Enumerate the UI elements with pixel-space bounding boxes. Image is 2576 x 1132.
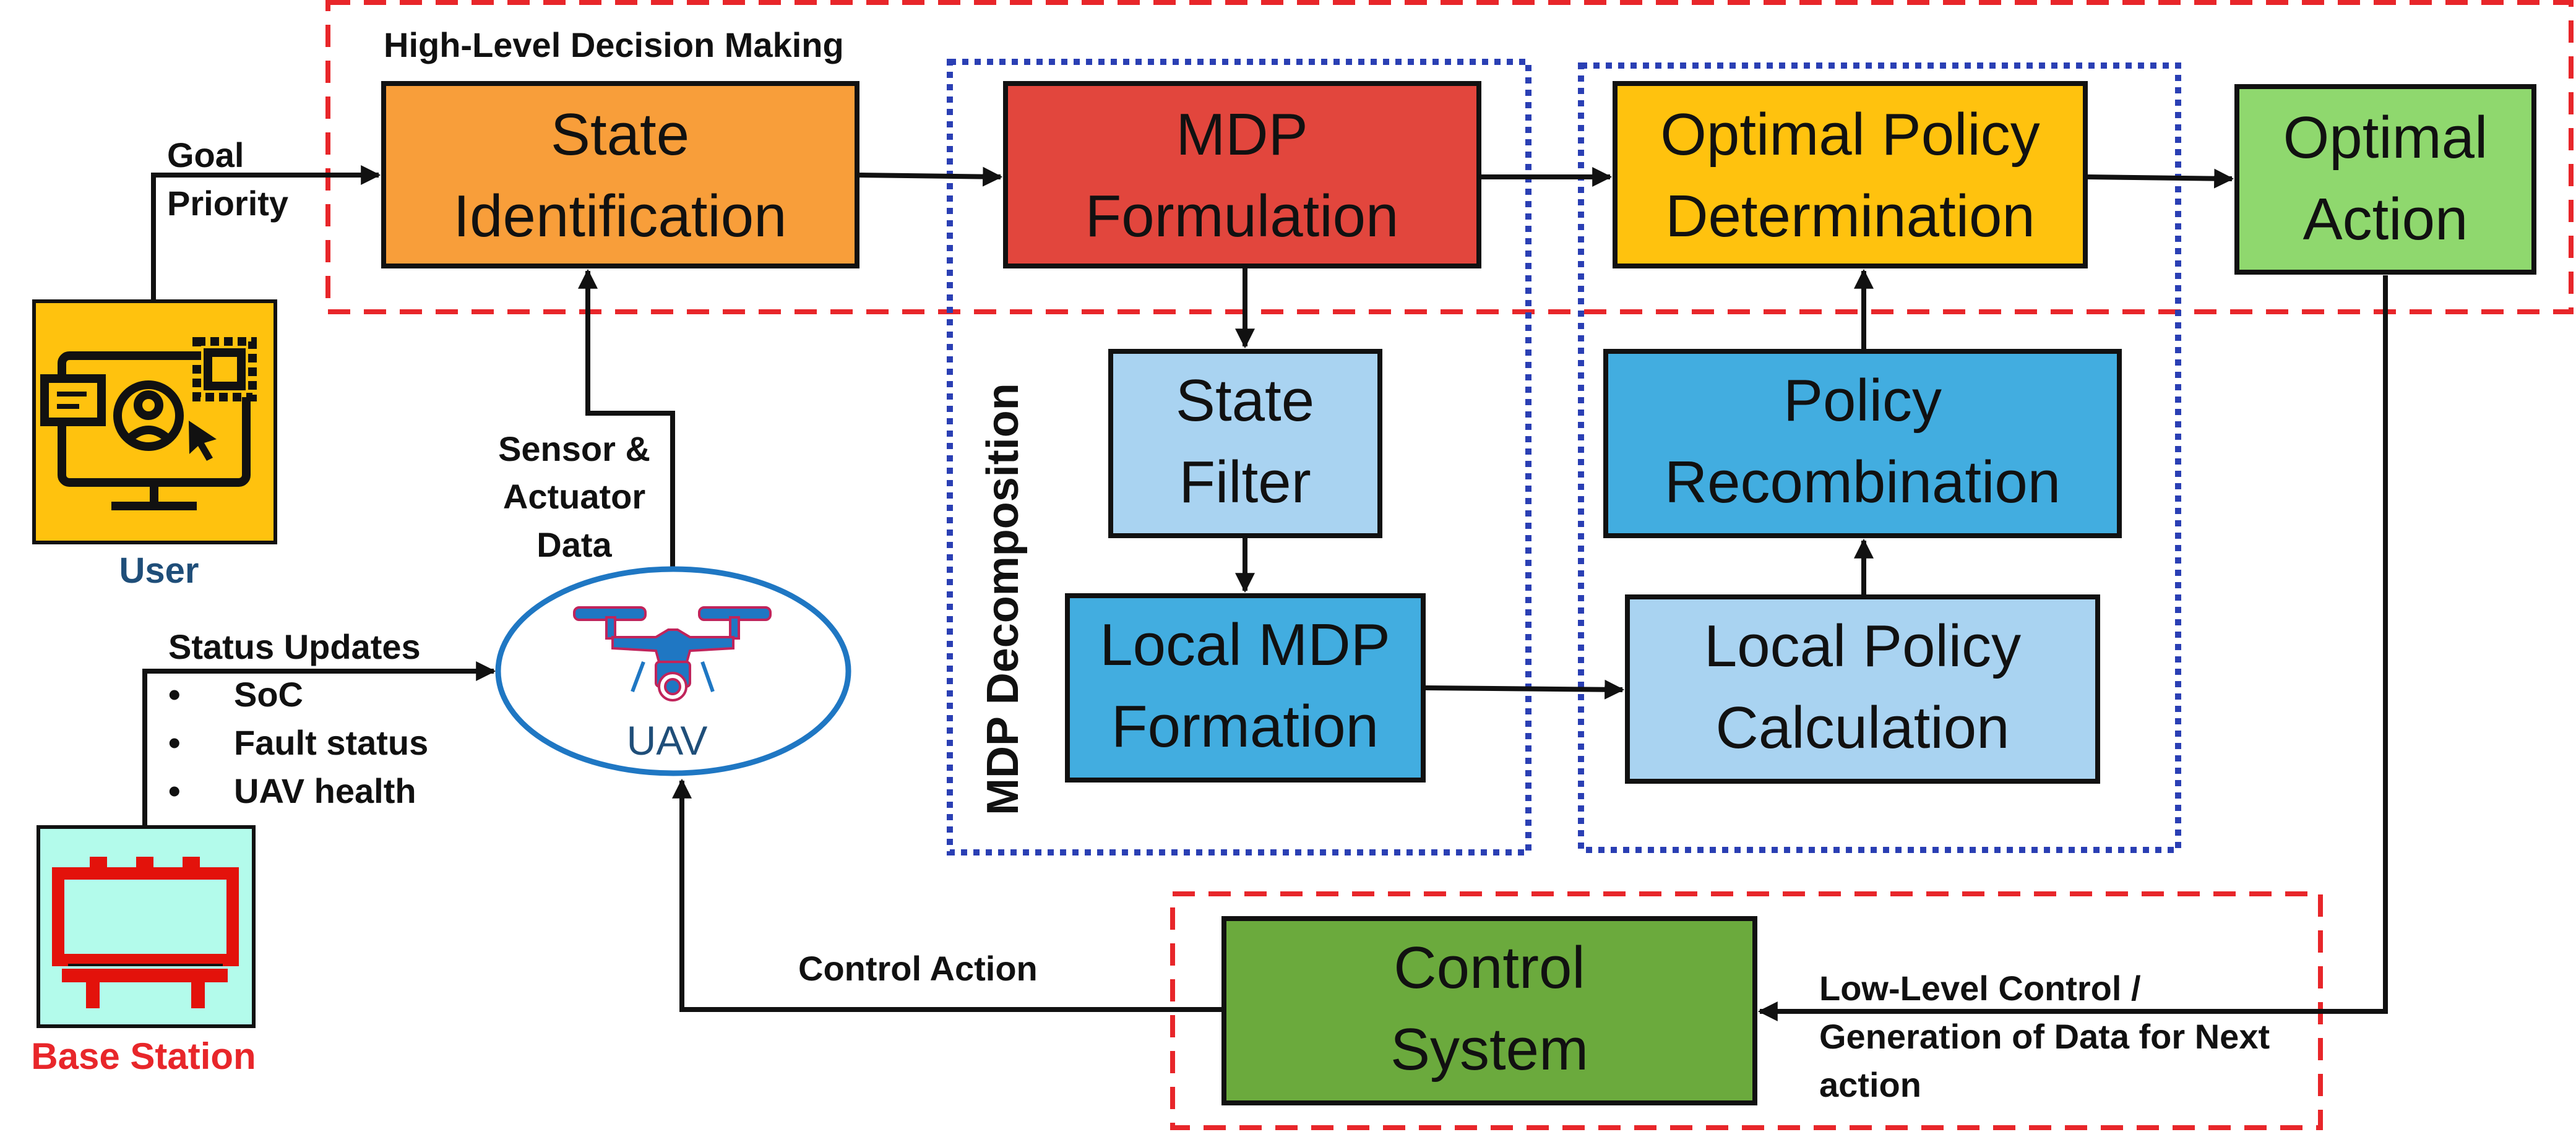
low-level-label-line-2: Generation of Data for Next	[1819, 1017, 2270, 1056]
box-line-1: State	[551, 101, 689, 168]
box-line-1: Optimal Policy	[1660, 101, 2040, 168]
uav-caption: UAV	[627, 718, 708, 763]
box-line-1: Local Policy	[1704, 613, 2021, 679]
arrow-control-to-uav	[672, 778, 1221, 1012]
sensor-label-line-1: Sensor &	[498, 429, 650, 468]
local-policy-box[interactable]: Local Policy Calculation	[1625, 594, 2100, 784]
box-line-2: System	[1390, 1016, 1588, 1083]
base-station-caption: Base Station	[31, 1036, 256, 1077]
local-mdp-box[interactable]: Local MDP Formation	[1065, 593, 1426, 783]
mdp-decomposition-frame	[947, 59, 1531, 855]
arrow-user-to-state	[151, 165, 381, 300]
box-line-2: Recombination	[1665, 449, 2061, 515]
uav-actor[interactable]: UAV	[495, 566, 851, 776]
cursor-icon	[189, 421, 217, 461]
low-level-label-line-1: Low-Level Control /	[1819, 969, 2141, 1008]
box-line-2: Determination	[1665, 183, 2035, 249]
state-filter-box[interactable]: State Filter	[1108, 349, 1382, 538]
box-line-2: Formation	[1111, 693, 1379, 760]
optimal-policy-box[interactable]: Optimal Policy Determination	[1613, 81, 2088, 268]
bullet-icon: •	[168, 771, 181, 810]
box-line-1: MDP	[1176, 101, 1307, 168]
arrow-station-to-uav	[142, 661, 496, 826]
status-item: Fault status	[234, 723, 428, 762]
sensor-label-line-2: Actuator	[503, 477, 645, 516]
base-station-actor[interactable]	[37, 825, 256, 1028]
box-line-1: Local MDP	[1100, 612, 1390, 678]
goal-label: Goal	[167, 135, 244, 174]
box-line-2: Identification	[453, 183, 786, 249]
arrow-action-to-control	[1757, 275, 2388, 1021]
priority-label: Priority	[167, 184, 288, 223]
control-system-box[interactable]: Control System	[1221, 916, 1757, 1105]
box-line-1: Control	[1394, 935, 1585, 1001]
arrow-localmdp-to-localpolicy	[1425, 679, 1625, 700]
billboard-icon	[52, 857, 239, 1008]
bullet-icon: •	[168, 723, 181, 762]
drone-icon	[573, 606, 772, 701]
arrow-policy-to-action	[2087, 168, 2234, 189]
arrow-state-to-mdp	[859, 166, 1003, 187]
mdp-decomposition-label: MDP Decomposition	[978, 383, 1028, 815]
status-item: UAV health	[234, 771, 416, 810]
box-line-2: Formulation	[1085, 183, 1399, 249]
status-item: SoC	[234, 675, 303, 714]
high-level-label: High-Level Decision Making	[384, 25, 844, 64]
box-line-1: State	[1176, 367, 1314, 434]
policy-frame	[1578, 62, 2181, 853]
user-caption: User	[119, 551, 199, 591]
box-line-2: Calculation	[1716, 695, 2010, 761]
control-action-label: Control Action	[798, 949, 1038, 988]
box-line-1: Optimal	[2283, 105, 2488, 171]
mdp-formulation-box[interactable]: MDP Formulation	[1003, 81, 1481, 268]
low-level-label-line-3: action	[1819, 1065, 1921, 1104]
box-line-2: Action	[2303, 186, 2468, 252]
box-line-2: Filter	[1179, 449, 1311, 515]
state-identification-box[interactable]: State Identification	[381, 81, 859, 268]
box-line-1: Policy	[1783, 367, 1942, 434]
arrow-uav-to-state	[578, 268, 675, 568]
bullet-icon: •	[168, 675, 181, 714]
user-actor[interactable]	[32, 299, 277, 544]
sensor-label-line-3: Data	[536, 525, 612, 564]
optimal-action-box[interactable]: Optimal Action	[2234, 84, 2536, 275]
status-updates-label: Status Updates	[168, 627, 421, 666]
policy-recombination-box[interactable]: Policy Recombination	[1603, 349, 2122, 538]
high-level-frame	[325, 0, 2574, 314]
user-monitor-icon	[40, 337, 257, 510]
